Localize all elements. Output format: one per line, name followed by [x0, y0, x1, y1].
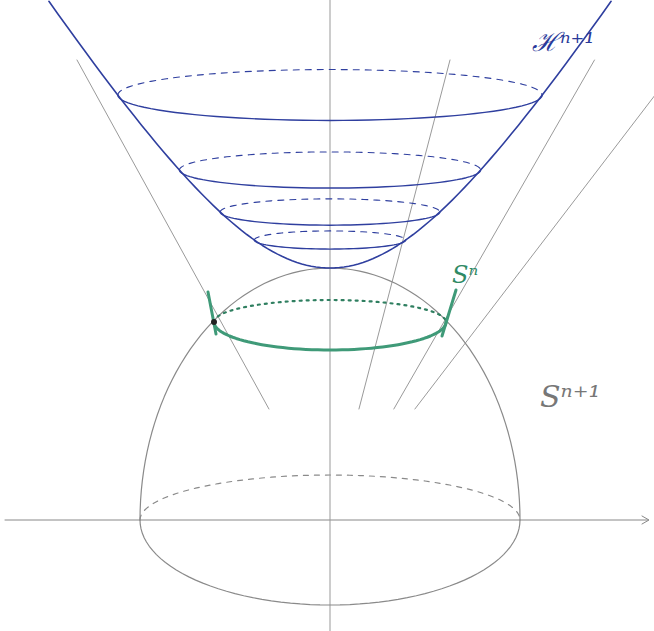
hyperboloid-slice-back: [179, 152, 480, 170]
cone-line: [394, 60, 595, 409]
hyperboloid-slice-back: [254, 231, 405, 240]
ray-line: [415, 60, 654, 409]
sphere-outline: [140, 268, 520, 520]
sphere-back-arc: [140, 475, 520, 520]
green-tick: [208, 292, 216, 334]
hyperboloid-slice: [118, 95, 542, 120]
intersection-dot: [211, 319, 217, 325]
sphere-n-back: [214, 300, 446, 322]
hyperboloid-slice-back: [118, 70, 542, 95]
green-tick: [442, 290, 456, 336]
hyperboloid-label: ℋⁿ⁺¹: [532, 28, 595, 57]
hyperboloid-slice: [254, 240, 405, 249]
hyperboloid-slice-back: [220, 199, 440, 212]
hyperboloid-slice: [220, 212, 440, 225]
vertical-axis: [330, 0, 331, 631]
sphere-front-arc: [140, 520, 520, 605]
axis-arrow: [642, 516, 649, 524]
sphere-label: Sⁿ⁺¹: [540, 380, 601, 413]
hyperboloid-slice: [179, 170, 480, 188]
sphere-n-front: [214, 322, 446, 350]
sphere-n-label: Sⁿ: [452, 262, 478, 288]
horizontal-axis: [5, 520, 648, 521]
hyperboloid-outline: [49, 1, 611, 268]
ray-line: [359, 60, 450, 409]
